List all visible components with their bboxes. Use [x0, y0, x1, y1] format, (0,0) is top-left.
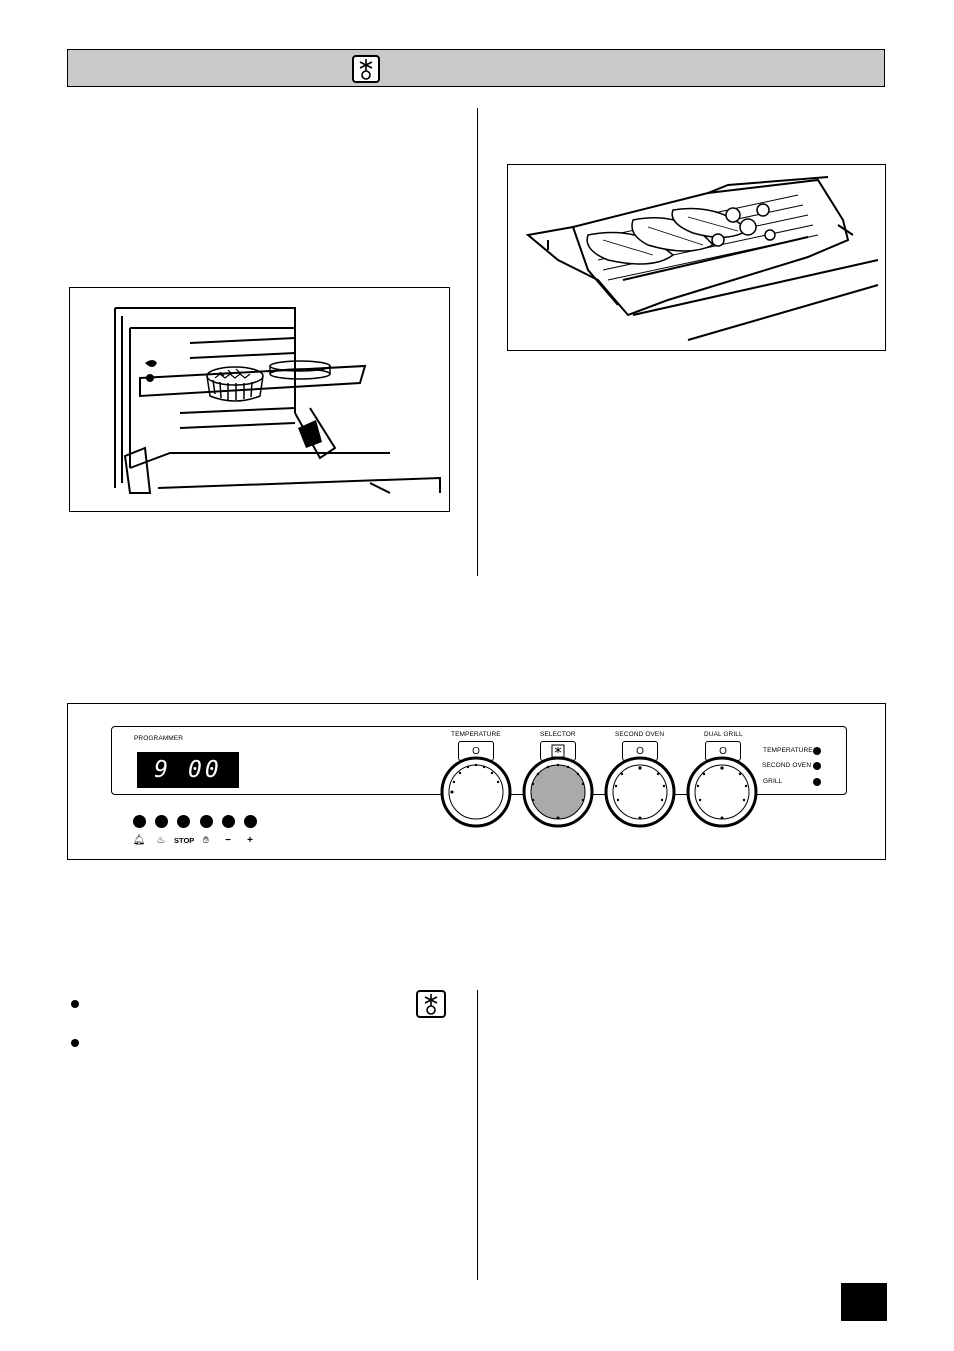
temperature-knob-label: TEMPERATURE [451, 731, 501, 738]
selector-knob-label: SELECTOR [540, 731, 576, 738]
second-oven-knob-label: SECOND OVEN [615, 731, 665, 738]
stop-time-button[interactable] [177, 815, 190, 828]
cook-time-button[interactable] [155, 815, 168, 828]
cook-time-icon: ♨ [156, 835, 166, 846]
fan-oven-icon [352, 55, 380, 83]
oven-shelf-figure [69, 287, 450, 512]
grill-indicator-lamp [813, 778, 821, 786]
selector-knob [522, 756, 594, 828]
hand-icon: ✋︎ [203, 835, 209, 846]
stop-icon: STOP [174, 836, 195, 845]
grill-pan-with-fish-illustration [525, 176, 879, 341]
grill-indicator-label: GRILL [763, 778, 783, 785]
bullet-point [71, 1000, 79, 1008]
section-header-bar [67, 49, 885, 87]
fan-oven-icon [416, 990, 446, 1023]
grill-pan-figure [507, 164, 886, 351]
programmer-display: 9 00 [137, 752, 239, 788]
control-knobs [440, 756, 758, 828]
plus-icon: + [247, 835, 253, 846]
temperature-knob-tab: O [458, 741, 494, 761]
manual-button[interactable] [200, 815, 213, 828]
temperature-indicator-lamp [813, 747, 821, 755]
page-number-tab [841, 1283, 887, 1321]
second-oven-knob [604, 756, 676, 828]
bullet-point [71, 1039, 79, 1047]
lower-column-divider [477, 990, 478, 1280]
bell-icon: 🔔︎ [132, 835, 146, 846]
alarm-button[interactable] [133, 815, 146, 828]
second-oven-indicator-label: SECOND OVEN [762, 762, 812, 769]
oven-with-flan-dish-illustration [114, 307, 441, 494]
minus-icon: − [225, 835, 231, 846]
temperature-indicator-label: TEMPERATURE [763, 747, 813, 754]
second-oven-indicator-lamp [813, 762, 821, 770]
dual-grill-knob [686, 756, 758, 828]
dual-grill-knob-tab: O [705, 741, 741, 761]
programmer-label: PROGRAMMER [134, 735, 184, 742]
temperature-knob [440, 756, 512, 828]
minus-button[interactable] [222, 815, 235, 828]
plus-button[interactable] [244, 815, 257, 828]
second-oven-knob-tab: O [622, 741, 658, 761]
dual-grill-knob-label: DUAL GRILL [704, 731, 743, 738]
column-divider [477, 108, 478, 576]
control-panel [67, 703, 886, 860]
